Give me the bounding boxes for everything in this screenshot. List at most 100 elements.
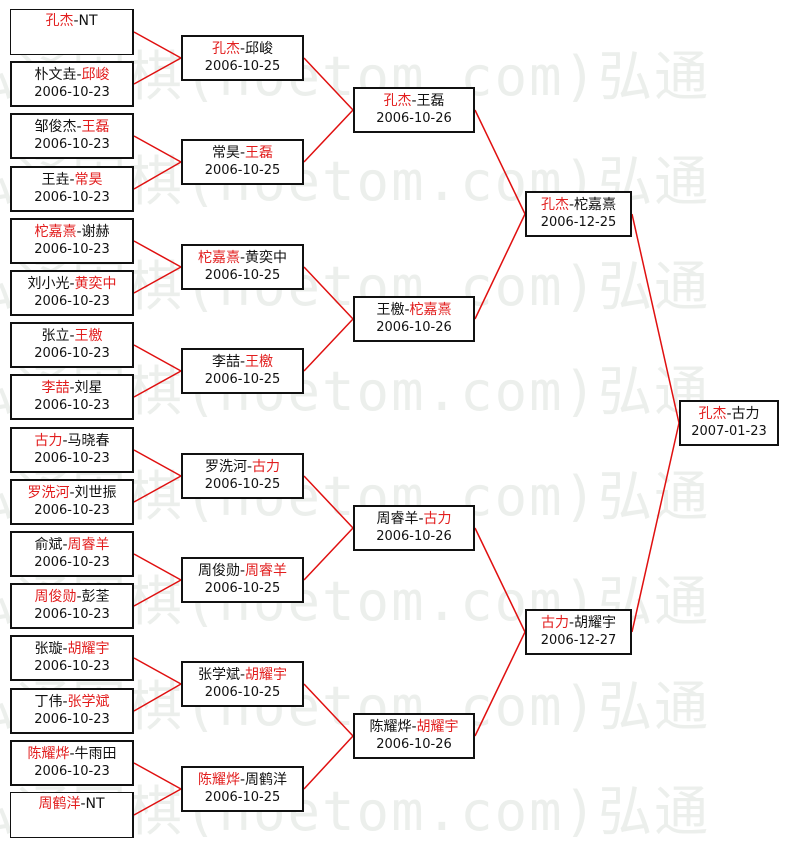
match-players: 孔杰-王磊	[383, 92, 444, 110]
name-separator: -	[239, 41, 246, 57]
winner-name: 古力	[540, 615, 569, 631]
match-players: 罗洗河-古力	[205, 458, 280, 476]
match-players: 陈耀烨-牛雨田	[27, 745, 116, 763]
player-name: 陈耀烨	[369, 719, 412, 735]
winner-name: 孔杰	[211, 41, 240, 57]
winner-name: 周睿羊	[67, 537, 110, 553]
name-separator: -	[568, 615, 575, 631]
match-players: 陈耀烨-胡耀宇	[369, 718, 458, 736]
name-separator: -	[246, 459, 253, 475]
player-name: 王磊	[416, 93, 445, 109]
player-name: 周俊勋	[197, 563, 240, 579]
bracket-connector-line	[303, 683, 354, 737]
name-separator: -	[411, 719, 417, 735]
name-separator: -	[76, 224, 82, 240]
name-separator: -	[726, 406, 732, 422]
bracket-connector-line	[133, 344, 182, 372]
player-name: 张璇	[34, 641, 63, 657]
winner-name: 王檄	[74, 328, 103, 344]
winner-name: 王磊	[245, 145, 274, 161]
bracket-connector-line	[133, 762, 182, 790]
player-name: 丁伟	[34, 694, 63, 710]
winner-name: 胡耀宇	[245, 667, 288, 683]
match-players: 周俊勋-周睿羊	[198, 562, 287, 580]
bracket-connector-line	[303, 109, 354, 163]
winner-name: 张学斌	[67, 694, 110, 710]
winner-name: 古力	[34, 433, 63, 449]
match-date: 2006-12-25	[540, 215, 617, 230]
match-players: 周鹤洋-NT	[38, 795, 104, 813]
match-date: 2006-10-23	[34, 190, 110, 205]
match-date: 2006-10-25	[204, 163, 281, 178]
player-name: NT	[78, 13, 98, 29]
winner-name: 柁嘉熹	[197, 250, 240, 266]
match-date: 2006-10-23	[34, 555, 110, 570]
match-players: 孔杰-NT	[45, 12, 97, 30]
match-box-round-1: 丁伟-张学斌 2006-10-23	[10, 688, 134, 734]
player-name: 刘小光	[27, 276, 70, 292]
name-separator: -	[239, 772, 246, 788]
match-players: 朴文垚-邱峻	[34, 66, 109, 84]
winner-name: 罗洗河	[27, 485, 70, 501]
winner-name: 周鹤洋	[38, 796, 81, 812]
bracket-connector-line	[303, 318, 354, 372]
match-players: 柁嘉熹-谢赫	[34, 223, 109, 241]
player-name: 牛雨田	[74, 746, 117, 762]
match-players: 张学斌-胡耀宇	[198, 666, 287, 684]
bracket-connector-line	[133, 135, 182, 163]
match-date: 2006-10-23	[34, 764, 110, 779]
player-name: 王垚	[41, 172, 70, 188]
bracket-connector-line	[133, 553, 182, 581]
match-date: 2006-10-26	[376, 320, 452, 335]
bracket-connector-line	[133, 240, 182, 268]
name-separator: -	[69, 485, 75, 501]
match-date: 2006-10-25	[204, 685, 281, 700]
bracket-connector-line	[133, 788, 182, 816]
bracket-connector-line	[133, 57, 182, 85]
match-date: 2006-10-23	[34, 712, 110, 727]
name-separator: -	[411, 93, 417, 109]
name-separator: -	[62, 537, 68, 553]
winner-name: 李喆	[41, 380, 70, 396]
match-date: 2006-10-23	[34, 398, 110, 413]
winner-name: 胡耀宇	[67, 641, 110, 657]
match-box-round-1: 孔杰-NT	[10, 9, 134, 55]
winner-name: 古力	[423, 511, 452, 527]
player-name: 彭荃	[81, 589, 110, 605]
name-separator: -	[62, 694, 68, 710]
winner-name: 陈耀烨	[197, 772, 240, 788]
winner-name: 柁嘉熹	[34, 224, 77, 240]
winner-name: 邱峻	[81, 67, 110, 83]
bracket-connector-line	[631, 213, 680, 424]
bracket-connector-line	[133, 683, 182, 712]
player-name: 张学斌	[197, 667, 240, 683]
match-date: 2006-10-25	[204, 477, 281, 492]
winner-name: 胡耀宇	[416, 719, 459, 735]
bracket-connector-line	[133, 161, 182, 190]
winner-name: 周睿羊	[245, 563, 288, 579]
player-name: 周睿羊	[376, 511, 419, 527]
winner-name: 孔杰	[45, 13, 74, 29]
bracket-connector-line	[474, 631, 526, 737]
match-players: 周俊勋-彭荃	[34, 588, 109, 606]
name-separator: -	[62, 641, 68, 657]
bracket-connector-line	[303, 735, 354, 790]
match-players: 孔杰-柁嘉熹	[541, 196, 616, 214]
bracket-connector-line	[303, 266, 354, 320]
bracket-connector-line	[133, 579, 182, 607]
name-separator: -	[239, 667, 246, 683]
